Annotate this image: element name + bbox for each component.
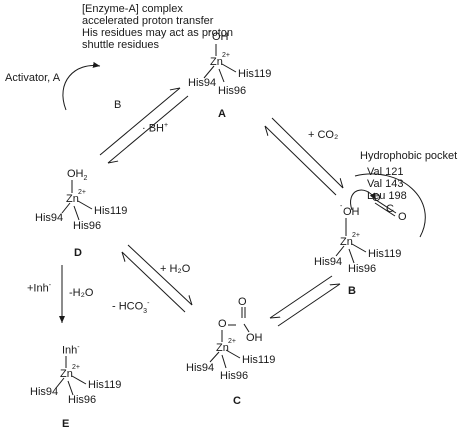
zinc-charge: 2+ <box>222 52 230 59</box>
complex-c-letter: C <box>233 395 241 407</box>
histidine-96: His96 <box>68 394 97 406</box>
pocket-residue: Val 143 <box>367 178 404 190</box>
note-line: accelerated proton transfer <box>82 15 214 27</box>
pocket-residue: Leu 198 <box>367 190 407 202</box>
activator-label: Activator, A <box>5 72 61 84</box>
zinc-ion: Zn <box>210 56 223 68</box>
nucleophilic-attack-arrow <box>350 189 377 211</box>
base-b-label: B <box>114 99 122 111</box>
equilibrium-arrow-c-to-b <box>277 284 341 327</box>
hydroxide-charge: - <box>340 203 343 210</box>
histidine-94: His94 <box>30 386 59 398</box>
complex-d-bonds <box>61 180 93 221</box>
zinc-ion: Zn <box>216 342 229 354</box>
bh-charge: + <box>164 122 169 129</box>
equilibrium-arrow-a-to-b <box>271 117 343 189</box>
complex-b-bonds <box>335 199 397 264</box>
inhibitor-ligand-text: Inh <box>62 344 78 357</box>
hydroxyl-group: OH <box>246 332 263 344</box>
hydroxide-ligand: OH <box>343 206 360 218</box>
inhibitor-text: +Inh <box>27 282 49 295</box>
bicarbonate-charge: - <box>147 300 150 307</box>
hydrophobic-pocket-title: Hydrophobic pocket <box>360 150 458 162</box>
histidine-96: His96 <box>348 263 377 275</box>
hydroxide-charge: - <box>209 29 212 36</box>
co2-oxygen: O <box>398 211 407 223</box>
complex-b-letter: B <box>348 285 356 297</box>
inhibitor-ligand: Inh- <box>62 344 80 357</box>
bicarbonate-subscript: 3 <box>143 307 148 315</box>
histidine-94: His94 <box>186 362 215 374</box>
equilibrium-arrow-a-to-d <box>107 95 189 163</box>
hydroxide-ligand: OH <box>212 31 229 43</box>
histidine-94: His94 <box>35 212 64 224</box>
bh-plus-label: · BH+ <box>142 122 168 135</box>
complex-e-bonds <box>55 356 87 396</box>
plus-inhibitor-label: +Inh- <box>27 282 51 295</box>
complex-e-letter: E <box>62 418 70 430</box>
inhibitor-ligand-charge: - <box>77 344 80 351</box>
histidine-96: His96 <box>218 85 247 97</box>
bicarbonate-text: - HCO <box>112 300 144 313</box>
equilibrium-arrow-b-to-a <box>265 125 337 196</box>
histidine-119: His119 <box>94 205 128 217</box>
zinc-charge: 2+ <box>72 364 80 371</box>
plus-co2-label: + CO₂ <box>308 129 339 141</box>
hydrophobic-pocket-arc <box>354 173 426 238</box>
equilibrium-arrow-b-to-c <box>269 275 333 318</box>
histidine-94: His94 <box>314 256 343 268</box>
note-line: shuttle residues <box>82 39 160 51</box>
equilibrium-arrow-d-to-a <box>99 88 181 156</box>
co2-carbon: C <box>386 203 394 215</box>
activator-curved-arrow <box>62 61 101 111</box>
complex-a-letter: A <box>218 108 226 120</box>
bh-text: · BH <box>142 122 164 135</box>
zinc-ion: Zn <box>60 368 73 380</box>
histidine-96: His96 <box>73 220 102 232</box>
minus-bicarbonate-label: - HCO3- <box>112 300 149 315</box>
zinc-charge: 2+ <box>78 189 86 196</box>
header-note: [Enzyme-A] complex accelerated proton tr… <box>82 3 233 51</box>
water-subscript: 2 <box>83 175 88 183</box>
zinc-charge: 2+ <box>352 232 360 239</box>
complex-c-bonds <box>209 307 250 369</box>
equilibrium-arrow-c-to-d <box>122 251 186 313</box>
histidine-96: His96 <box>220 370 249 382</box>
equilibrium-arrow-d-to-c <box>127 244 192 306</box>
inhibitor-charge: - <box>48 282 52 289</box>
histidine-119: His119 <box>242 354 276 366</box>
zinc-charge: 2+ <box>228 338 236 345</box>
complex-d-letter: D <box>74 247 82 259</box>
zinc-ion: Zn <box>340 236 353 248</box>
complex-a-bonds <box>203 44 237 83</box>
carboxylate-oxygen: O <box>218 318 227 330</box>
histidine-119: His119 <box>88 379 122 391</box>
pocket-residue: Val 121 <box>367 166 404 178</box>
plus-h2o-label: + H₂O <box>160 263 191 275</box>
histidine-119: His119 <box>368 248 402 260</box>
histidine-119: His119 <box>238 68 272 80</box>
minus-h2o-label: -H₂O <box>69 287 94 299</box>
note-line: [Enzyme-A] complex <box>82 3 183 15</box>
water-ligand: OH2 <box>67 168 87 182</box>
histidine-94: His94 <box>188 77 217 89</box>
carbonyl-oxygen: O <box>238 296 247 308</box>
zinc-ion: Zn <box>66 193 79 205</box>
water-text: OH <box>67 168 84 180</box>
note-line: His residues may act as proton <box>82 27 234 39</box>
co2-oxygen: O <box>372 192 381 204</box>
